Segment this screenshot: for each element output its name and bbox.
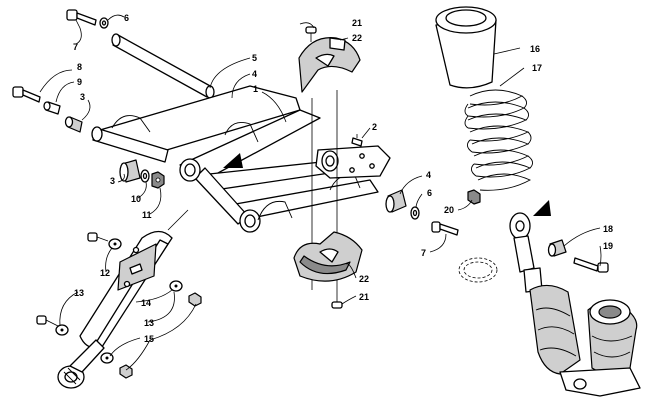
a-arm-frame-1 xyxy=(91,85,391,233)
grease-fitting-2 xyxy=(351,134,363,147)
bolt-12-lower xyxy=(36,315,59,327)
callout-18: 18 xyxy=(603,224,613,234)
coil-spring-17 xyxy=(464,89,533,191)
callout-21: 21 xyxy=(359,292,369,302)
callout-4: 4 xyxy=(426,170,431,180)
callout-12: 12 xyxy=(100,268,110,278)
callout-20: 20 xyxy=(444,205,454,215)
bumper-22-top xyxy=(298,37,361,93)
washer-13-top xyxy=(108,238,122,250)
spacer-9 xyxy=(43,101,61,115)
callout-19: 19 xyxy=(603,241,613,251)
snap-ring xyxy=(458,257,498,283)
callout-22: 22 xyxy=(359,274,369,284)
shaft-5 xyxy=(111,33,215,99)
leader-lines xyxy=(39,14,602,371)
callout-2: 2 xyxy=(372,122,377,132)
bumper-22-bottom xyxy=(293,231,363,282)
nut-15-right xyxy=(188,292,202,307)
bushing-4-right xyxy=(385,189,407,213)
screw-21-top xyxy=(305,26,317,42)
callout-6: 6 xyxy=(124,13,129,23)
bolt-19 xyxy=(573,257,609,273)
callout-16: 16 xyxy=(530,44,540,54)
callout-3: 3 xyxy=(80,92,85,102)
callout-6: 6 xyxy=(427,188,432,198)
callout-15: 15 xyxy=(144,334,154,344)
callout-10: 10 xyxy=(131,194,141,204)
callout-9: 9 xyxy=(77,77,82,87)
bolt-7-right xyxy=(431,221,459,236)
bolt-12-top xyxy=(87,232,109,242)
washer-10 xyxy=(140,169,150,183)
washer-6-right xyxy=(410,206,420,220)
callout-7: 7 xyxy=(73,42,78,52)
forward-arrow-icon xyxy=(223,153,243,168)
callout-5: 5 xyxy=(252,53,257,63)
shock-link-14 xyxy=(57,230,173,389)
bolt-7-top xyxy=(66,9,97,26)
bump-cap-16 xyxy=(435,6,497,89)
spacer-18 xyxy=(547,239,567,257)
bushing-3-top xyxy=(64,116,83,133)
callout-11: 11 xyxy=(142,210,152,220)
callout-13: 13 xyxy=(74,288,84,298)
callout-22: 22 xyxy=(352,33,362,43)
nut-11 xyxy=(151,171,165,189)
forward-arrow-icon xyxy=(533,200,551,216)
callout-3: 3 xyxy=(110,176,115,186)
washer-13-right xyxy=(169,280,183,292)
bushing-3-lower xyxy=(119,159,141,183)
callout-21: 21 xyxy=(352,18,362,28)
washer-6-top xyxy=(99,17,109,29)
callout-8: 8 xyxy=(77,62,82,72)
callout-7: 7 xyxy=(421,248,426,258)
callout-numbers: 1 2 3 3 4 4 5 6 6 7 7 8 9 10 11 12 13 13… xyxy=(73,13,613,344)
callout-17: 17 xyxy=(532,63,542,73)
screw-21-bottom xyxy=(331,290,343,309)
washer-13-lower-left xyxy=(55,324,69,336)
callout-14: 14 xyxy=(141,298,151,308)
bolt-8 xyxy=(12,86,41,103)
callout-1: 1 xyxy=(253,84,258,94)
nut-20 xyxy=(467,189,481,205)
callout-4: 4 xyxy=(252,69,257,79)
shock-absorber xyxy=(509,212,641,397)
callout-13: 13 xyxy=(144,318,154,328)
